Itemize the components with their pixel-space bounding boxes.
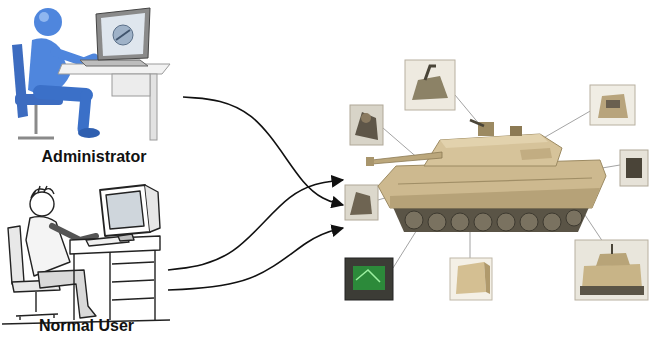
art-rect (510, 126, 522, 136)
art-rect (350, 105, 383, 145)
art-path (70, 236, 160, 254)
user-figure: Normal User (5, 172, 168, 337)
photo-sensor (620, 150, 648, 186)
art-rect (620, 150, 648, 186)
art-path (598, 94, 628, 118)
art-path (145, 185, 160, 232)
user-figure: Administrator (5, 0, 183, 168)
art-path (31, 186, 54, 198)
art-line (35, 105, 38, 134)
art-path (96, 8, 150, 60)
art-path (440, 134, 548, 148)
figure-label: Administrator (5, 148, 183, 166)
art-ellipse (78, 128, 100, 138)
art-path (80, 60, 148, 66)
photo-gunner (350, 105, 383, 145)
art-circle (428, 213, 446, 231)
art-rect (345, 185, 378, 220)
art-circle (34, 8, 62, 36)
art-circle (497, 213, 515, 231)
art-path (74, 250, 155, 320)
art-path (425, 66, 436, 80)
art-rect (575, 240, 648, 300)
art-path (484, 262, 490, 294)
art-path (392, 205, 590, 232)
art-g (405, 210, 582, 231)
photo-sight (590, 85, 635, 125)
art-circle (113, 25, 133, 45)
art-path (100, 185, 150, 236)
photo-weapon-station (405, 60, 455, 110)
art-circle (520, 213, 538, 231)
photo-armor-module (450, 258, 492, 300)
figure-label: Normal User (5, 317, 168, 335)
art-line (35, 292, 36, 312)
art-path (112, 262, 154, 300)
art-path (398, 178, 592, 184)
component-photos (345, 60, 648, 300)
art-path (83, 95, 86, 129)
art-circle (474, 213, 492, 231)
access-arrow (168, 180, 343, 270)
access-arrow (183, 97, 343, 205)
art-path (520, 148, 552, 160)
art-path (356, 270, 380, 282)
art-circle (361, 113, 371, 123)
art-path (456, 262, 486, 294)
administrator-figure (12, 8, 170, 140)
art-path (26, 217, 70, 276)
art-path (52, 226, 96, 240)
art-line (611, 244, 613, 254)
art-circle (543, 213, 561, 231)
art-path (378, 160, 606, 208)
art-path (116, 30, 130, 40)
art-rect (366, 157, 374, 166)
art-path (40, 92, 86, 95)
access-arrow (168, 228, 343, 290)
art-circle (405, 211, 423, 229)
normal-user-figure (2, 185, 170, 324)
art-circle (39, 12, 49, 22)
art-circle (451, 213, 469, 231)
art-circle (566, 210, 582, 226)
art-path (390, 188, 600, 208)
art-path (470, 120, 484, 126)
art-path (596, 253, 630, 266)
art-path (355, 112, 378, 140)
art-path (412, 76, 448, 100)
art-path (582, 264, 642, 288)
photo-crew-station (345, 185, 378, 220)
art-rect (353, 266, 385, 290)
art-path (540, 110, 592, 140)
art-path (106, 191, 144, 229)
art-path (8, 226, 24, 284)
art-rect (150, 74, 157, 140)
art-rect (606, 100, 620, 108)
art-rect (405, 60, 455, 110)
art-path (38, 270, 96, 318)
art-rect (450, 258, 492, 300)
art-rect (345, 258, 393, 300)
art-rect (580, 286, 644, 295)
art-path (118, 234, 134, 241)
tank-illustration (366, 120, 606, 232)
art-path (424, 134, 562, 166)
photo-rear-view (575, 240, 648, 300)
art-rect (112, 74, 150, 96)
photo-display (345, 258, 393, 300)
art-path (101, 13, 145, 56)
art-path (372, 152, 442, 164)
art-path (455, 95, 480, 125)
art-rect (626, 158, 642, 178)
art-path (12, 44, 28, 118)
art-rect (590, 85, 635, 125)
tank-system (343, 55, 643, 305)
art-path (350, 192, 372, 215)
art-path (18, 137, 54, 140)
